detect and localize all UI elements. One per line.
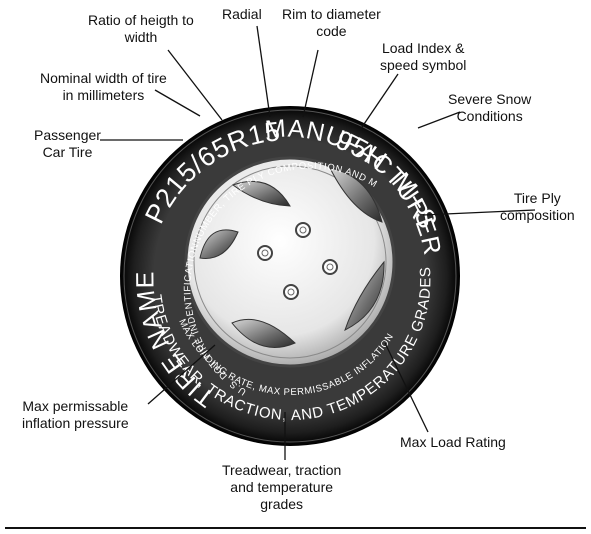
lug-nut [296, 223, 310, 237]
leader-ratio [168, 50, 222, 120]
label-load-index: Load Index & speed symbol [380, 40, 466, 74]
label-nominal-width: Nominal width of tire in millimeters [40, 70, 167, 104]
label-max-inflation: Max permissable inflation pressure [22, 398, 129, 432]
label-rim-diameter: Rim to diameter code [282, 6, 381, 40]
leader-rim [303, 50, 318, 117]
lug-nut [284, 285, 298, 299]
bottom-rule [5, 527, 586, 529]
label-severe-snow: Severe Snow Conditions [448, 91, 531, 125]
lug-nut [323, 260, 337, 274]
label-ratio: Ratio of heigth to width [88, 12, 194, 46]
label-tire-ply: Tire Ply composition [500, 190, 575, 224]
label-max-load: Max Load Rating [400, 434, 506, 451]
label-passenger-car: Passenger Car Tire [34, 127, 101, 161]
label-treadwear: Treadwear, traction and temperature grad… [222, 462, 341, 513]
leader-load-index [360, 74, 398, 130]
lug-nut [258, 246, 272, 260]
label-radial: Radial [222, 6, 262, 23]
leader-radial [257, 26, 270, 117]
